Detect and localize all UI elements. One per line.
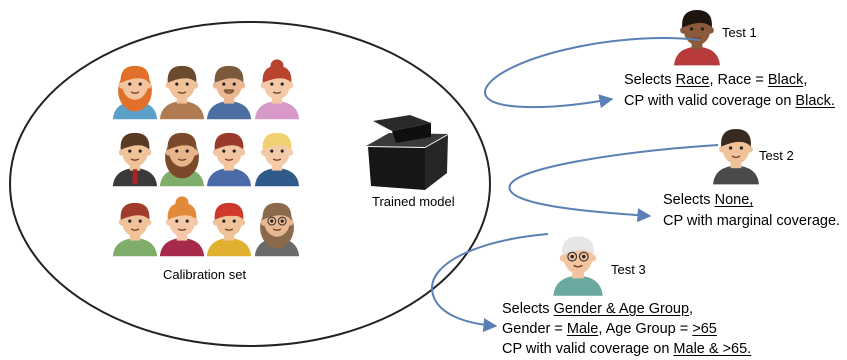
trained-model-label: Trained model — [372, 194, 455, 209]
arrow-test2 — [508, 144, 719, 223]
person-avatar-icon — [254, 59, 300, 120]
calibration-set-label: Calibration set — [163, 267, 247, 282]
underlined-term: Black. — [795, 93, 835, 109]
person-avatar-icon — [553, 236, 603, 296]
person-avatar-icon — [254, 202, 300, 257]
person-avatar-icon — [112, 202, 158, 257]
person-avatar-icon — [254, 132, 300, 187]
test3-condition-text: Gender = Male, Age Group = >65 — [502, 321, 717, 337]
person-avatar-icon — [674, 10, 720, 66]
person-avatar-icon — [159, 132, 205, 187]
test2-selection-text: Selects None, — [663, 192, 754, 208]
underlined-term: Male & >65. — [673, 341, 752, 357]
underlined-term: Gender & Age Group — [553, 301, 690, 317]
person-avatar-icon — [206, 132, 252, 187]
person-avatar-icon — [206, 202, 252, 257]
calibration-ellipse — [9, 21, 491, 347]
person-avatar-icon — [206, 65, 252, 120]
arrow-test3 — [430, 233, 549, 333]
person-avatar-icon — [713, 129, 759, 185]
test3-coverage-text: CP with valid coverage on Male & >65. — [502, 341, 752, 357]
arrow-test1 — [483, 37, 701, 109]
test-avatars — [553, 10, 759, 296]
test2-coverage-text: CP with marginal coverage. — [663, 213, 841, 229]
person-avatar-icon — [159, 65, 205, 120]
underlined-term: Black — [767, 72, 804, 88]
test1-label: Test 1 — [722, 25, 757, 40]
test1-coverage-text: CP with valid coverage on Black. — [624, 93, 835, 109]
underlined-term: Male — [566, 321, 599, 337]
calibration-faces — [112, 59, 300, 257]
person-avatar-icon — [112, 65, 158, 120]
test3-selection-text: Selects Gender & Age Group, — [502, 301, 694, 317]
underlined-term: Race — [675, 72, 710, 88]
person-avatar-icon — [112, 132, 158, 187]
test1-selection-text: Selects Race, Race = Black, — [624, 72, 808, 88]
underlined-term: >65 — [692, 321, 717, 337]
test3-label: Test 3 — [611, 262, 646, 277]
underlined-term: None, — [714, 192, 754, 208]
test2-label: Test 2 — [759, 148, 794, 163]
person-avatar-icon — [159, 196, 205, 257]
black-box-icon — [366, 115, 448, 190]
